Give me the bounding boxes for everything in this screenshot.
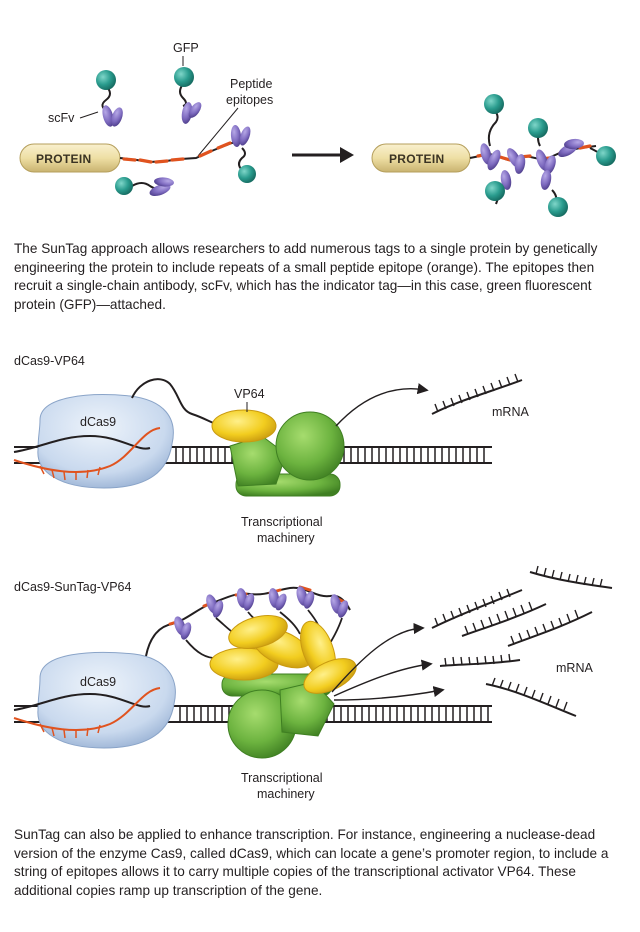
- panel1-diagram: dCas9 VP64 mRNA Transcriptional machiner…: [13, 373, 529, 545]
- gfp-icon: [596, 146, 616, 166]
- transition-arrowhead: [340, 147, 354, 163]
- panel2-vp64-cluster: [209, 615, 357, 694]
- peptide-epitopes-left: [122, 141, 232, 164]
- panel1-title: dCas9-VP64: [14, 354, 85, 368]
- panel1-transcription-arrow: [335, 383, 429, 427]
- panel2-transcription-arrows: [331, 622, 445, 701]
- gfp-icon: [96, 70, 116, 90]
- panel1-mrna-label: mRNA: [492, 405, 529, 419]
- vp64: [228, 615, 288, 649]
- panel2-mrna-label: mRNA: [556, 661, 593, 675]
- panel2-diagram: dCas9: [13, 565, 613, 801]
- panel2-mrna-strands: [431, 565, 613, 717]
- panel2-scfv-group: [174, 586, 349, 640]
- gfp-scfv-free-1: [96, 70, 123, 127]
- panel1-vp64: [211, 409, 277, 443]
- protein-label-left: PROTEIN: [36, 152, 91, 166]
- panel1-linker: [131, 378, 217, 425]
- panel2-title: dCas9-SunTag-VP64: [14, 580, 132, 594]
- gfp-icon: [548, 197, 568, 217]
- top-panel: GFP scFv Peptide epitopes PROTEIN: [19, 41, 616, 217]
- panel1-dcas9-label: dCas9: [80, 415, 116, 429]
- gfp-icon: [485, 181, 505, 201]
- panel1-mrna-strand: [431, 373, 523, 415]
- panel1-machinery-label-line1: Transcriptional: [241, 515, 323, 529]
- panel1-vp64-label: VP64: [234, 387, 265, 401]
- scfv-leader-line: [79, 111, 99, 119]
- gfp-scfv-free-2: [174, 67, 202, 124]
- peptide-label-line1: Peptide: [230, 77, 272, 91]
- scfv-icon: [181, 102, 193, 124]
- caption-suntag-approach: The SunTag approach allows researchers t…: [14, 241, 598, 312]
- gfp-icon: [484, 94, 504, 114]
- scfv-icon: [102, 105, 114, 127]
- peptide-leader-line: [197, 107, 239, 157]
- caption-transcription: SunTag can also be applied to enhance tr…: [14, 827, 609, 898]
- panel1-machinery-label-line2: machinery: [257, 531, 315, 545]
- dcas9-protein: [37, 651, 176, 749]
- bound-scfv-group: [480, 138, 584, 190]
- dcas9-protein: [37, 394, 174, 489]
- gfp-icon: [238, 165, 256, 183]
- scfv-icon: [149, 183, 171, 197]
- peptide-label-line2: epitopes: [226, 93, 273, 107]
- scfv-label: scFv: [48, 111, 75, 125]
- panel1-machinery-sphere: [275, 411, 345, 481]
- scfv-icon: [480, 143, 492, 165]
- gfp-scfv-free-3: [230, 125, 256, 183]
- protein-label-right: PROTEIN: [389, 152, 444, 166]
- vp64: [303, 658, 357, 694]
- gfp-icon: [528, 118, 548, 138]
- panel2-machinery-label-line1: Transcriptional: [241, 771, 323, 785]
- gfp-icon: [115, 177, 133, 195]
- panel2-dcas9-label: dCas9: [80, 675, 116, 689]
- gfp-label: GFP: [173, 41, 199, 55]
- gfp-icon: [174, 67, 194, 87]
- panel2-machinery-label-line2: machinery: [257, 787, 315, 801]
- scfv-icon: [230, 125, 242, 147]
- gfp-scfv-free-4: [115, 177, 174, 197]
